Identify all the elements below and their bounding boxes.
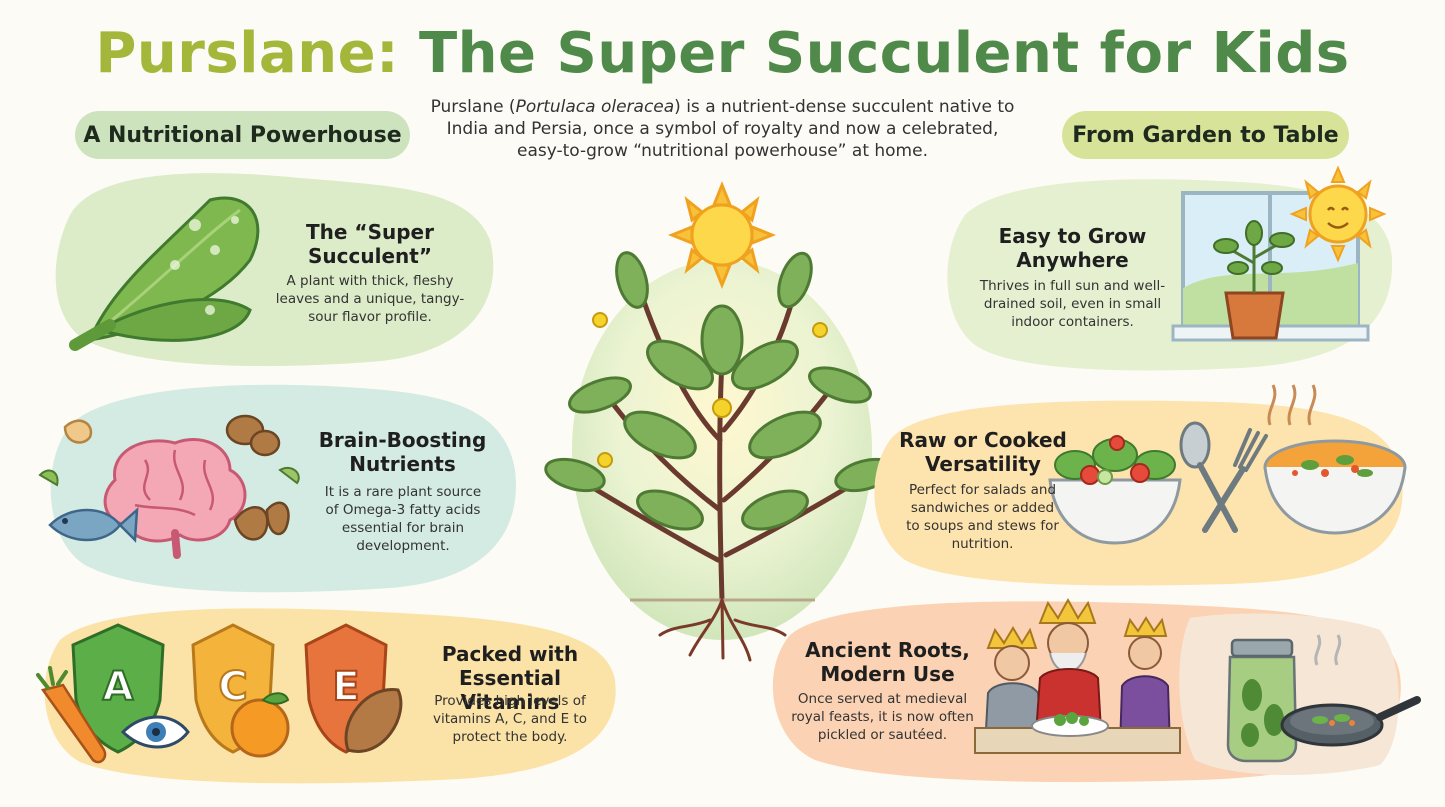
title-part-2: The Super Succulent for Kids bbox=[418, 21, 1350, 86]
card-text: Provides high levels of vitamins A, C, a… bbox=[433, 693, 587, 745]
eye-icon bbox=[120, 715, 190, 749]
salad-bowl-icon bbox=[1048, 435, 1182, 545]
card-title: Ancient Roots, Modern Use bbox=[805, 638, 970, 686]
vitamin-letter-a: A bbox=[103, 664, 134, 710]
soup-bowl-icon bbox=[1263, 384, 1407, 535]
brain-icon bbox=[103, 438, 247, 559]
card-text: It is a rare plant source of Omega-3 fat… bbox=[324, 484, 482, 554]
window-icon bbox=[1171, 165, 1387, 342]
card-title: Packed with Essential Vitamins bbox=[441, 642, 579, 714]
card-title: Raw or Cooked Versatility bbox=[899, 428, 1067, 476]
section-label-nutrition: A Nutritional Powerhouse bbox=[75, 111, 410, 159]
scientific-name: Portulaca oleracea bbox=[515, 97, 675, 117]
carrot-icon bbox=[36, 666, 107, 764]
potted-plant-icon bbox=[1213, 220, 1295, 340]
almond-icon bbox=[344, 688, 403, 753]
spoon-icon bbox=[1179, 421, 1238, 533]
vitamin-letter-c: C bbox=[218, 664, 247, 710]
card-text: Perfect for salads and sandwiches or add… bbox=[906, 482, 1059, 552]
fork-icon bbox=[1202, 428, 1268, 533]
card-title: Brain-Boosting Nutrients bbox=[318, 428, 487, 476]
sun-icon bbox=[667, 180, 777, 290]
vitamin-letter-e: E bbox=[332, 664, 359, 710]
page-title: Purslane: The Super Succulent for Kids bbox=[0, 18, 1445, 90]
sun-icon bbox=[1289, 165, 1387, 263]
jar-and-pan-illustration bbox=[1226, 634, 1421, 763]
nut-icon bbox=[225, 414, 290, 541]
royal-feast-illustration bbox=[974, 597, 1181, 754]
jar-icon bbox=[1226, 638, 1298, 763]
food-illustration bbox=[1048, 384, 1407, 545]
leaf-icon bbox=[69, 196, 260, 351]
card-text: Thrives in full sun and well-drained soi… bbox=[979, 278, 1166, 330]
intro-text: Purslane (Portulaca oleracea) is a nutri… bbox=[430, 96, 1015, 162]
card-title: Easy to Grow Anywhere bbox=[998, 224, 1147, 272]
frying-pan-icon bbox=[1280, 634, 1421, 747]
title-part-1: Purslane: bbox=[95, 21, 399, 86]
vitamins-illustration: A C E bbox=[36, 623, 403, 764]
card-text: A plant with thick, fleshy leaves and a … bbox=[275, 273, 465, 325]
intro-before: Purslane ( bbox=[430, 97, 516, 117]
brain-nutrients-illustration bbox=[38, 414, 300, 559]
intro-after: ) is a nutrient-dense succulent native t… bbox=[446, 97, 1015, 161]
fish-icon bbox=[48, 507, 139, 543]
section-label-garden: From Garden to Table bbox=[1062, 111, 1349, 159]
orange-icon bbox=[230, 692, 290, 758]
card-title: The “Super Succulent” bbox=[306, 220, 434, 268]
card-text: Once served at medieval royal feasts, it… bbox=[791, 691, 974, 743]
